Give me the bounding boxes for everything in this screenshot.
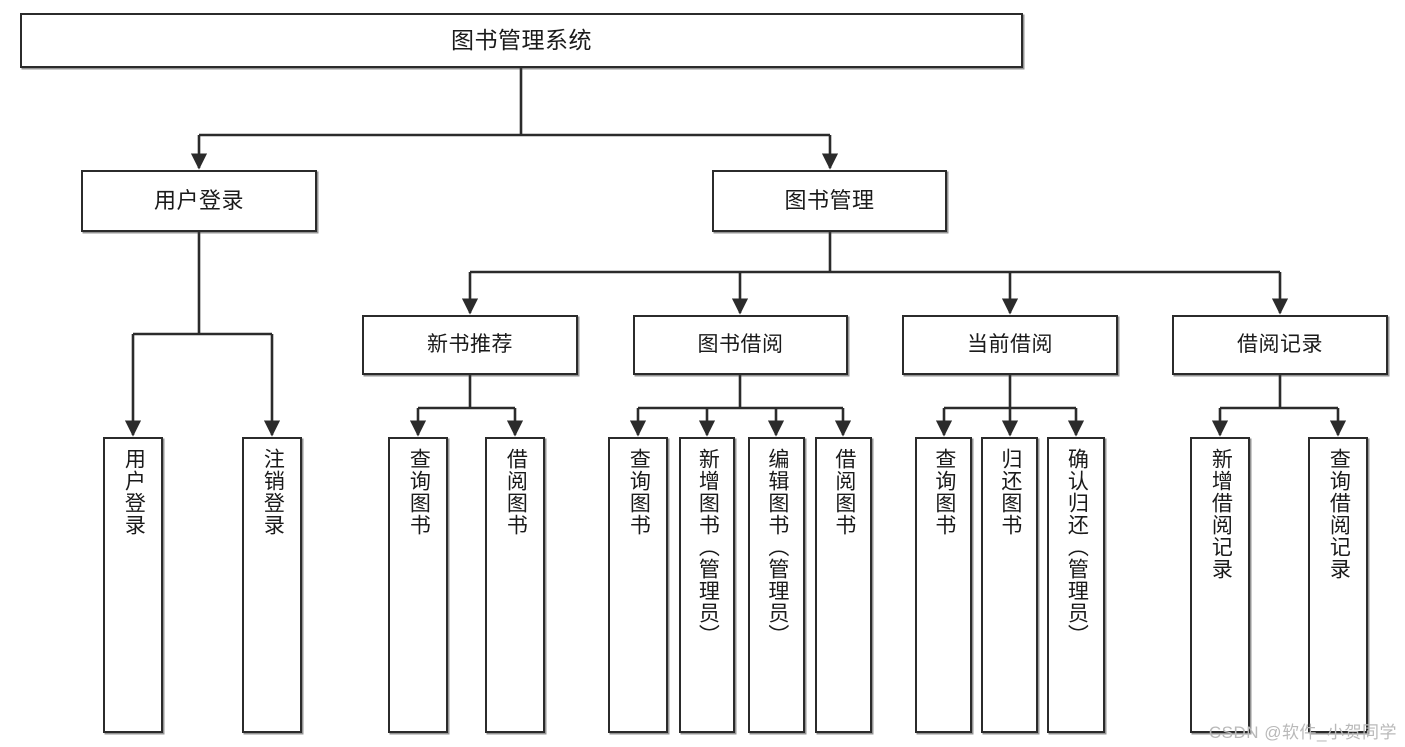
node-label: 借阅图书 — [832, 448, 856, 536]
node-root-book-management-system[interactable]: 图书管理系统 — [20, 13, 1023, 68]
leaf-book-borrow-edit-book-admin[interactable]: 编辑图书（管理员） — [748, 437, 805, 733]
node-label: 查询图书 — [627, 448, 651, 536]
node-book-management[interactable]: 图书管理 — [712, 170, 947, 232]
leaf-new-book-borrow-books[interactable]: 借阅图书 — [485, 437, 545, 733]
node-current-borrowing[interactable]: 当前借阅 — [902, 315, 1118, 375]
leaf-current-borrow-confirm-return-admin[interactable]: 确认归还（管理员） — [1047, 437, 1105, 733]
csdn-watermark: CSDN @软件_小贺同学 — [1208, 723, 1397, 742]
leaf-book-borrow-add-book-admin[interactable]: 新增图书（管理员） — [679, 437, 735, 733]
node-book-borrowing[interactable]: 图书借阅 — [633, 315, 848, 375]
node-borrowing-record[interactable]: 借阅记录 — [1172, 315, 1388, 375]
node-label: 编辑图书（管理员） — [765, 448, 789, 646]
leaf-user-login-login[interactable]: 用户登录 — [103, 437, 163, 733]
leaf-borrow-record-query-record[interactable]: 查询借阅记录 — [1308, 437, 1368, 733]
node-label: 图书管理系统 — [451, 27, 592, 54]
leaf-new-book-query-books[interactable]: 查询图书 — [388, 437, 448, 733]
node-label: 新增借阅记录 — [1209, 448, 1233, 580]
node-label: 查询图书 — [932, 448, 956, 536]
node-label: 查询图书 — [407, 448, 431, 536]
node-label: 借阅记录 — [1237, 332, 1323, 356]
node-label: 注销登录 — [261, 448, 285, 536]
node-label: 归还图书 — [998, 448, 1022, 536]
leaf-book-borrow-query-books[interactable]: 查询图书 — [608, 437, 668, 733]
node-label: 当前借阅 — [967, 332, 1053, 356]
node-label: 借阅图书 — [504, 448, 528, 536]
node-label: 图书管理 — [784, 188, 875, 214]
node-label: 新增图书（管理员） — [696, 448, 720, 646]
node-label: 新书推荐 — [427, 332, 513, 356]
leaf-current-borrow-return-books[interactable]: 归还图书 — [981, 437, 1038, 733]
node-label: 图书借阅 — [697, 332, 784, 356]
leaf-book-borrow-borrow-books[interactable]: 借阅图书 — [815, 437, 872, 733]
node-label: 用户登录 — [153, 188, 244, 214]
leaf-borrow-record-add-record[interactable]: 新增借阅记录 — [1190, 437, 1250, 733]
leaf-user-login-logout[interactable]: 注销登录 — [242, 437, 302, 733]
node-label: 用户登录 — [122, 448, 146, 536]
node-new-book-recommendation[interactable]: 新书推荐 — [362, 315, 578, 375]
node-user-login[interactable]: 用户登录 — [81, 170, 317, 232]
leaf-current-borrow-query-books[interactable]: 查询图书 — [915, 437, 972, 733]
node-label: 确认归还（管理员） — [1065, 448, 1089, 646]
node-label: 查询借阅记录 — [1327, 448, 1351, 580]
